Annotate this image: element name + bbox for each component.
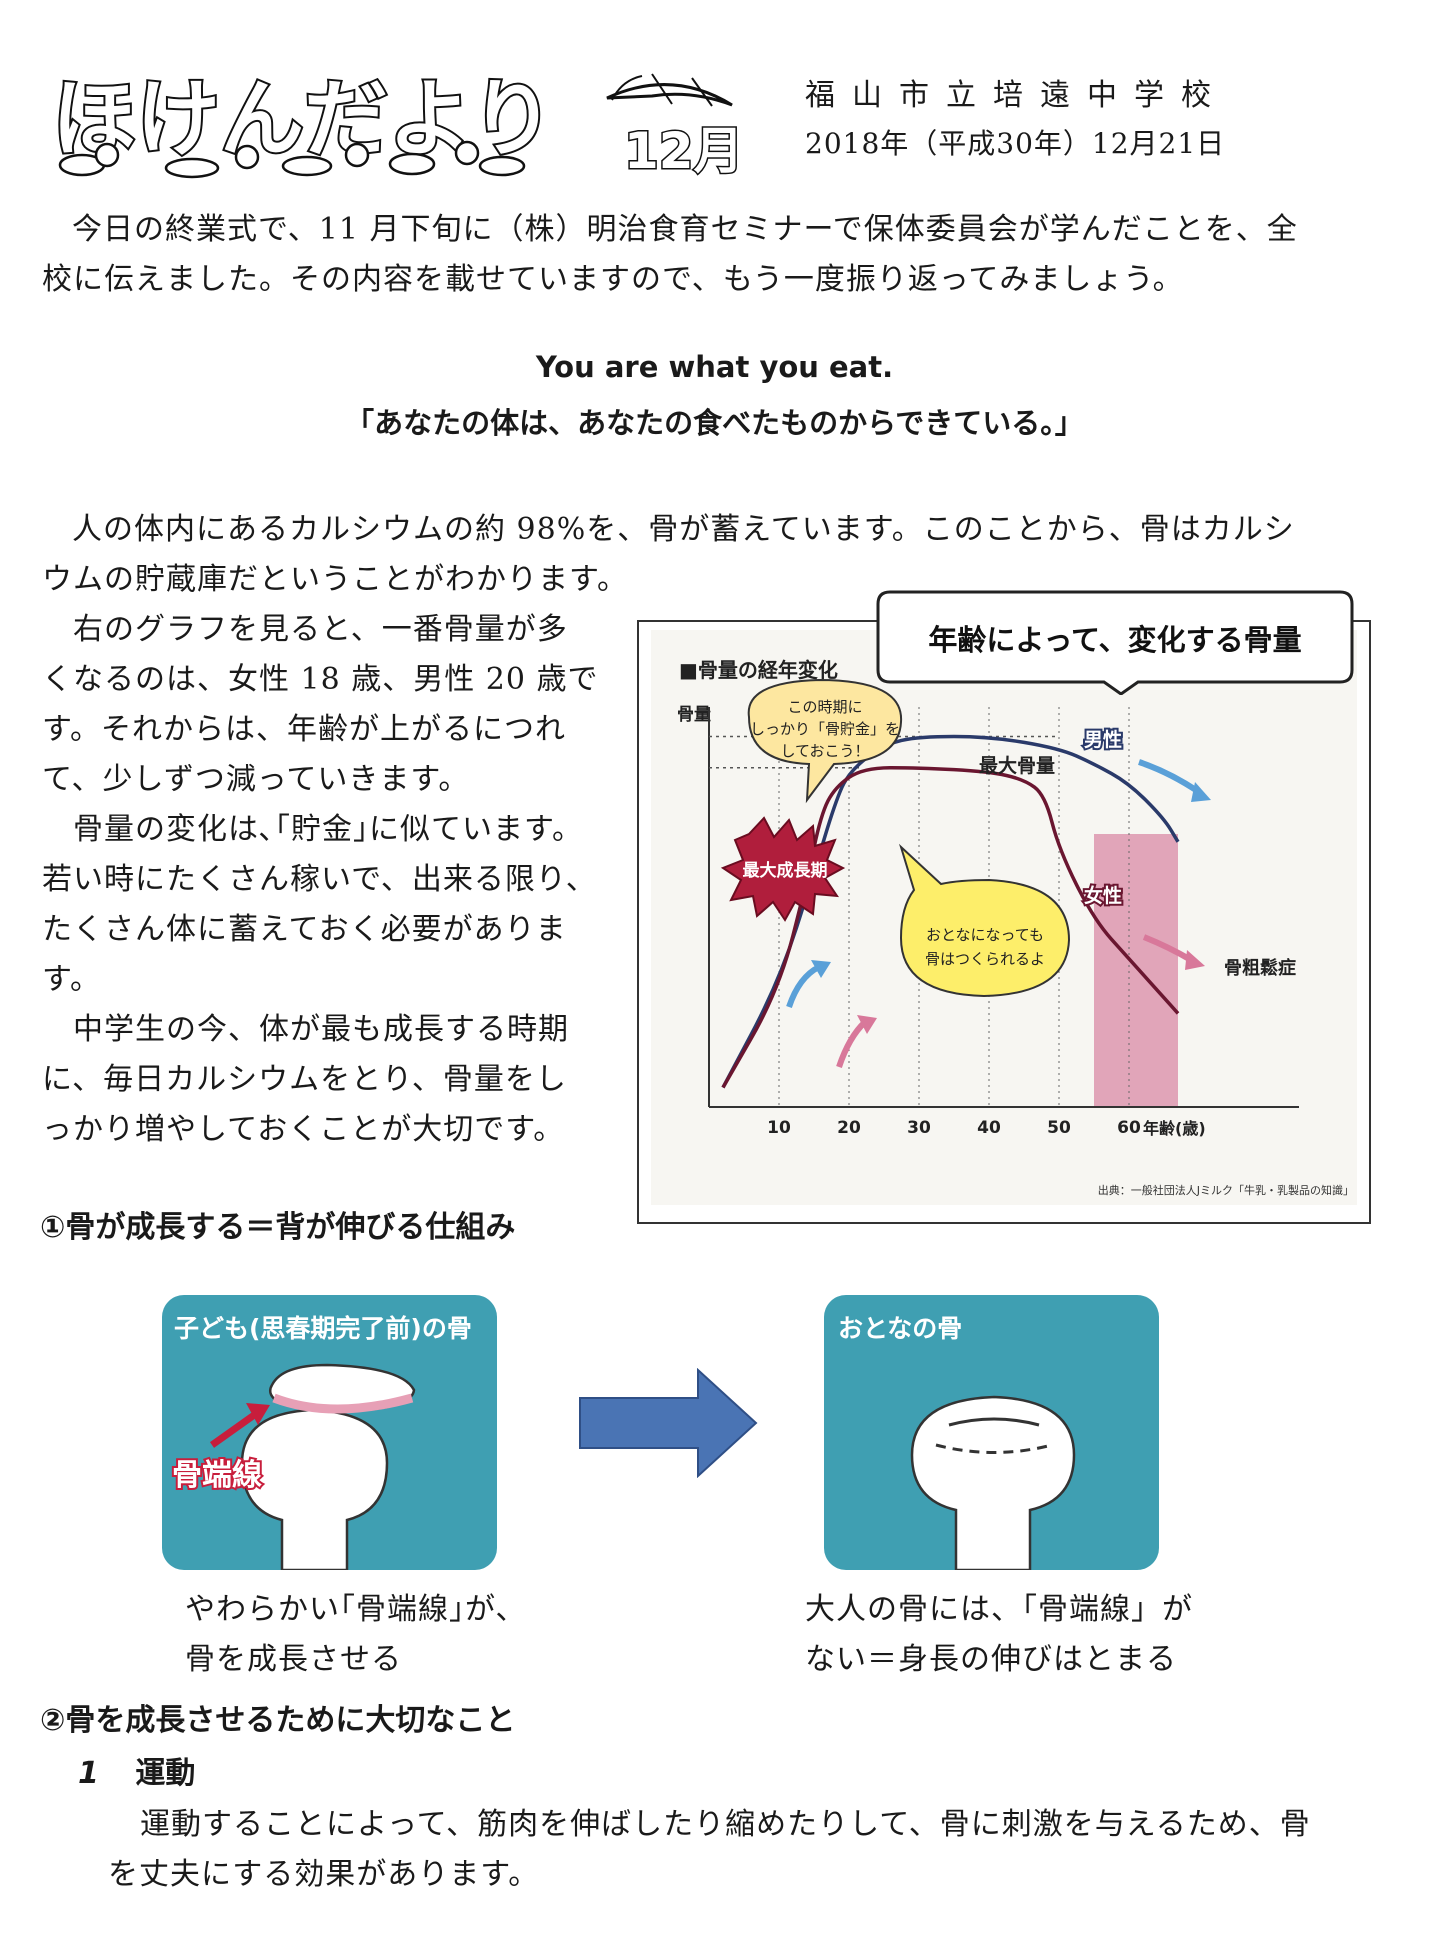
calcium-line-2: ウムの貯蔵庫だということがわかります。 <box>42 562 628 597</box>
motto-english: You are what you eat. <box>535 350 894 384</box>
x-ticks: 10 20 30 40 50 60 <box>767 1118 1141 1138</box>
growth-arrow-blue-icon <box>786 964 821 1008</box>
adult-caption-line-2: ない＝身長の伸びはとまる <box>805 1642 1177 1677</box>
adult-bone-illustration: おとなの骨 <box>824 1295 1159 1572</box>
osteoporosis-zone <box>1094 834 1178 1107</box>
section-1-title: ①骨が成長する＝背が伸びる仕組み <box>40 1210 516 1245</box>
subsection-title: 運動 <box>135 1756 196 1791</box>
series-line-female <box>721 765 1180 1089</box>
speech-top-line-3: しておこう！ <box>780 742 869 760</box>
calcium-line-1: 人の体内にあるカルシウムの約 98%を、骨が蓄えています。このことから、骨はカル… <box>72 512 1295 547</box>
column-line: す。それからは、年齢が上がるにつれ <box>42 712 566 747</box>
exercise-line-1: 運動することによって、筋肉を伸ばしたり縮めたりして、骨に刺激を与えるため、骨 <box>140 1807 1311 1842</box>
speech-bubble-mid: おとなになっても 骨はつくられるよ <box>898 843 1071 998</box>
intro-line-1: 今日の終業式で、11 月下旬に（株）明治食育セミナーで保体委員会が学んだことを、… <box>72 212 1298 247</box>
growth-peak-badge: 最大成長期 <box>720 816 846 922</box>
month-label: 12月 <box>624 122 744 180</box>
characters-decoration <box>58 140 526 179</box>
section-2-title: ②骨を成長させるために大切なこと <box>40 1703 516 1738</box>
growth-peak-label: 最大成長期 <box>743 860 828 881</box>
issue-date: 2018年（平成30年）12月21日 <box>805 127 1226 160</box>
growth-plate-label: 骨端線 <box>172 1458 262 1493</box>
column-line: に、毎日カルシウムをとり、骨量をし <box>42 1062 567 1097</box>
column-line: っかり増やしておくことが大切です。 <box>42 1112 565 1147</box>
month-badge: 12月 <box>606 73 745 182</box>
masthead-title: ほけんだより <box>52 70 554 168</box>
chart-callout-text: 年齢によって、変化する骨量 <box>928 623 1301 657</box>
masthead: ほけんだより 12月 <box>50 60 752 182</box>
child-caption-line-2: 骨を成長させる <box>185 1642 402 1677</box>
adult-bone-icon <box>910 1395 1076 1572</box>
chart-svg: ■骨量の経年変化 骨量 10 20 30 40 50 60 年齢(歳) 男性 女性 最大骨… <box>651 630 1357 1205</box>
closed-growth-plate-icon <box>935 1443 1053 1454</box>
column-line: たくさん体に蓄えておく必要がありま <box>42 912 567 947</box>
x-tick-label: 50 <box>1047 1118 1071 1138</box>
growth-plate-icon <box>272 1393 414 1414</box>
speech-top-line-2: しっかり「骨貯金」を <box>750 720 900 738</box>
x-tick-label: 10 <box>767 1118 791 1138</box>
x-tick-label: 30 <box>907 1118 931 1138</box>
chart-source: 出典：一般社団法人Jミルク「牛乳・乳製品の知識」 <box>1098 1183 1354 1197</box>
series-label-male: 男性 <box>1084 728 1122 751</box>
child-bone-illustration: 子ども(思春期完了前)の骨 骨端線 <box>162 1295 497 1572</box>
column-line: 右のグラフを見ると、一番骨量が多 <box>42 612 568 647</box>
arrowhead-decline-pink-icon <box>1185 950 1205 970</box>
column-line: 若い時にたくさん稼いで、出来る限り、 <box>42 862 597 897</box>
adult-caption-line-1: 大人の骨には、「骨端線」が <box>805 1592 1193 1627</box>
child-bone-label: 子ども(思春期完了前)の骨 <box>174 1314 472 1343</box>
transition-arrow-icon <box>578 1367 758 1479</box>
school-name: 福山市立培遠中学校 <box>805 78 1228 113</box>
max-bone-mass-label: 最大骨量 <box>979 754 1055 777</box>
x-tick-label: 20 <box>837 1118 861 1138</box>
subsection-number: 1 <box>78 1756 99 1791</box>
column-line: くなるのは、女性 18 歳、男性 20 歳で <box>42 662 599 697</box>
speech-mid-line-2: 骨はつくられるよ <box>925 950 1045 968</box>
adult-bone-label: おとなの骨 <box>838 1314 962 1343</box>
arrowhead-pink-icon <box>857 1015 877 1034</box>
bone-contour-icon <box>948 1417 1040 1427</box>
x-tick-label: 40 <box>977 1118 1001 1138</box>
bone-mass-chart: ■骨量の経年変化 骨量 10 20 30 40 50 60 年齢(歳) 男性 女性 最大骨… <box>637 620 1371 1224</box>
exercise-line-2: を丈夫にする効果があります。 <box>108 1857 540 1892</box>
decline-arrow-blue-icon <box>1138 759 1201 795</box>
arrowhead-decline-blue-icon <box>1191 782 1211 802</box>
pointer-arrowhead-icon <box>246 1403 270 1425</box>
chart-ylabel: 骨量 <box>677 704 711 725</box>
column-line: 骨量の変化は､｢貯金｣に似ています。 <box>42 812 583 847</box>
speech-bubble-top: この時期に しっかり「骨貯金」を しておこう！ <box>747 678 903 804</box>
chart-title: ■骨量の経年変化 <box>679 658 838 682</box>
pointer-arrow-icon <box>209 1410 260 1448</box>
motto-japanese: 「あなたの体は、あなたの食べたものからできている。」 <box>345 406 1084 440</box>
series-label-female: 女性 <box>1084 884 1122 907</box>
arrowhead-blue-icon <box>811 960 831 978</box>
child-caption-line-1: やわらかい｢骨端線｣が、 <box>185 1592 527 1627</box>
chart-xlabel: 年齢(歳) <box>1143 1119 1206 1138</box>
speech-mid-line-1: おとなになっても <box>926 926 1044 944</box>
osteoporosis-label: 骨粗鬆症 <box>1224 957 1296 979</box>
column-line: 中学生の今、体が最も成長する時期 <box>42 1012 569 1047</box>
subsection-exercise: 1 運動 <box>78 1748 195 1792</box>
speech-top-line-1: この時期に <box>787 698 862 716</box>
column-line: て、少しずつ減っていきます。 <box>42 762 470 797</box>
intro-line-2: 校に伝えました。その内容を載せていますので、もう一度振り返ってみましょう。 <box>42 262 1184 297</box>
chart-callout: 年齢によって、変化する骨量 <box>876 590 1354 696</box>
column-line: す。 <box>42 962 101 997</box>
x-tick-label: 60 <box>1117 1118 1141 1138</box>
